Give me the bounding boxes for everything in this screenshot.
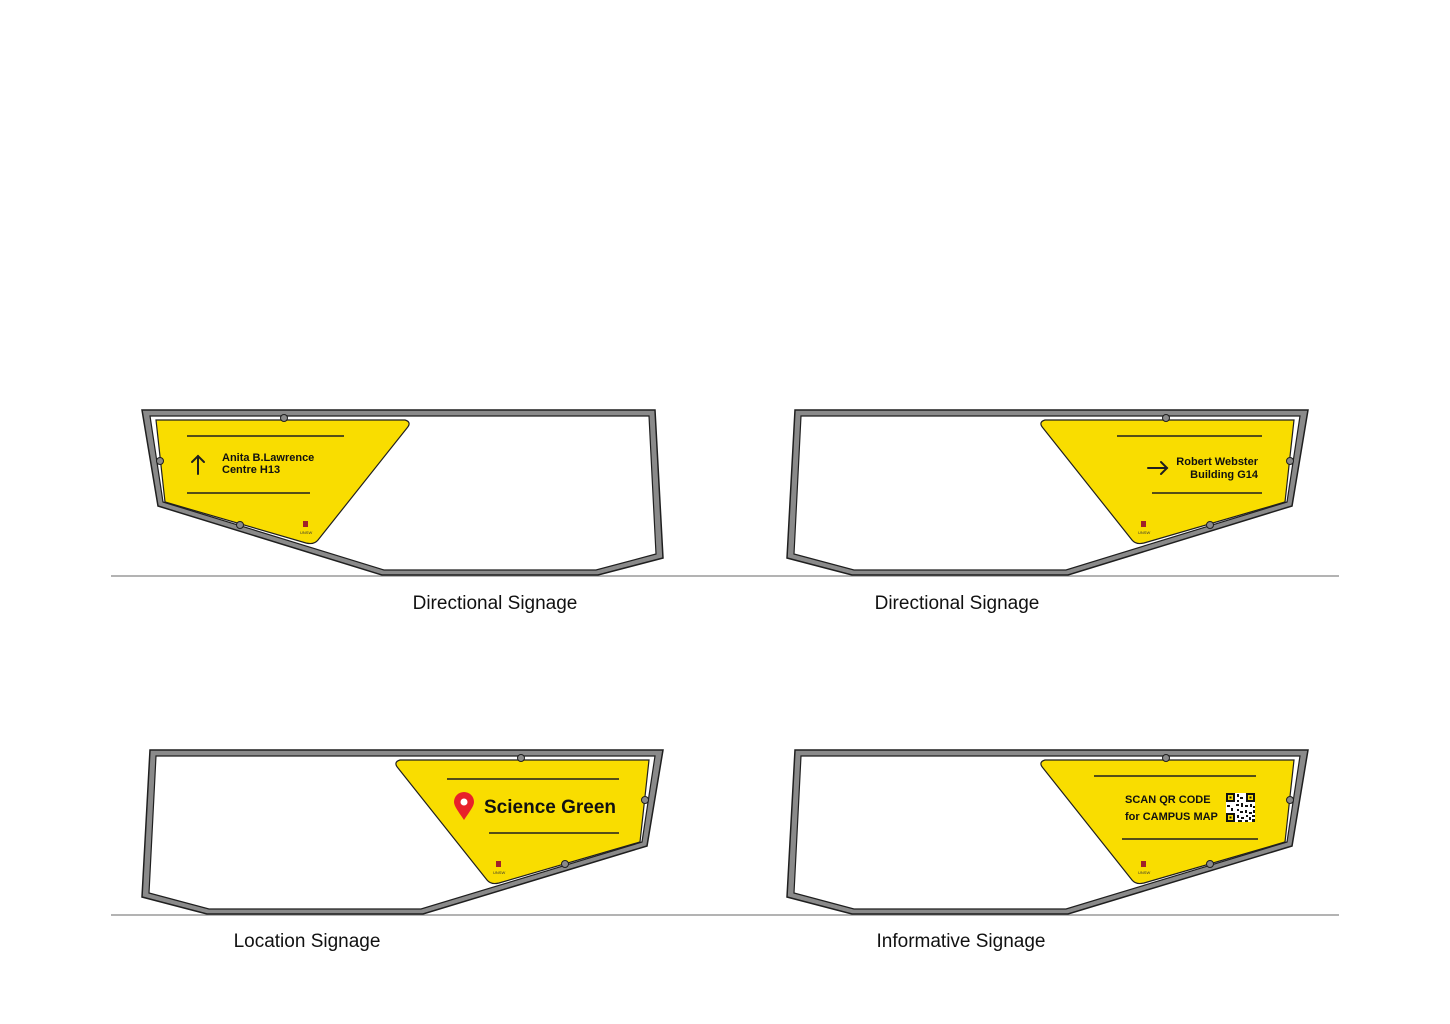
sign-line-2: Centre H13	[222, 464, 280, 476]
sign-panel	[395, 759, 650, 885]
sign-line-2: for CAMPUS MAP	[1125, 811, 1218, 823]
sign-panel	[1040, 419, 1295, 545]
caption-sign-3: Location Signage	[234, 931, 381, 952]
caption-sign-2: Directional Signage	[875, 593, 1040, 614]
map-pin-icon	[454, 792, 474, 820]
university-logo: UNSW	[1138, 521, 1150, 535]
sign-panel	[155, 419, 410, 545]
sign-title: Science Green	[484, 797, 616, 818]
sign-line-1: Anita B.Lawrence	[222, 452, 314, 464]
svg-text:UNSW: UNSW	[493, 870, 505, 875]
arrow-up-icon	[191, 454, 205, 475]
sign-directional-left: Anita B.Lawrence Centre H13 UNSW	[141, 409, 664, 576]
sign-line-1: Robert Webster	[1176, 456, 1258, 468]
university-logo: UNSW	[300, 521, 312, 535]
university-logo: UNSW	[1138, 861, 1150, 875]
sign-line-2: Building G14	[1190, 469, 1259, 481]
caption-sign-1: Directional Signage	[413, 593, 578, 614]
caption-sign-4: Informative Signage	[877, 931, 1046, 952]
sign-line-1: SCAN QR CODE	[1125, 794, 1211, 806]
sign-directional-right: Robert Webster Building G14 UNSW	[786, 409, 1309, 576]
svg-text:UNSW: UNSW	[300, 530, 312, 535]
svg-text:UNSW: UNSW	[1138, 530, 1150, 535]
qr-code-icon	[1226, 793, 1255, 822]
sign-informative: SCAN QR CODE for CAMPUS MAP UNSW	[786, 749, 1309, 915]
sign-location: Science Green UNSW	[141, 749, 664, 915]
sign-panel	[1040, 759, 1295, 885]
svg-text:UNSW: UNSW	[1138, 870, 1150, 875]
university-logo: UNSW	[493, 861, 505, 875]
arrow-right-icon	[1147, 461, 1169, 475]
